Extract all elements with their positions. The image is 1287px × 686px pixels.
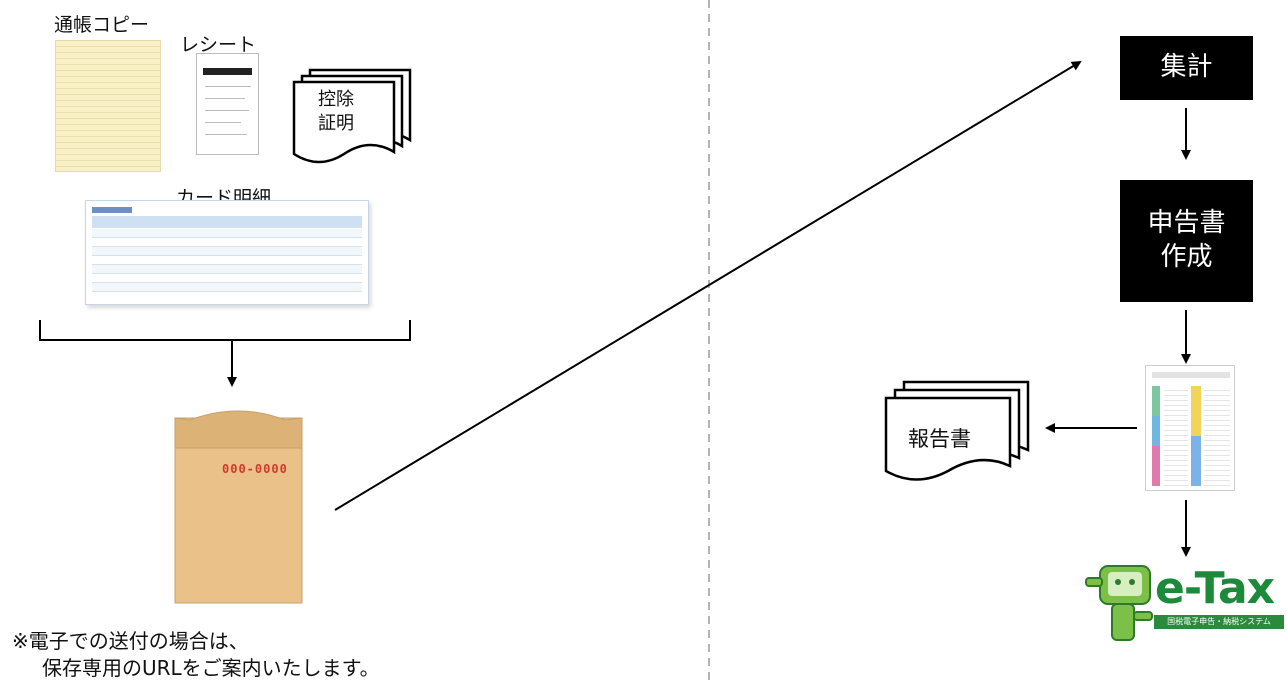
passbook-label: 通帳コピー bbox=[54, 14, 150, 36]
passbook-image bbox=[55, 40, 161, 172]
deduction-label: 控除 証明 bbox=[318, 88, 354, 137]
deduction-docs-icon bbox=[292, 68, 412, 164]
etax-mascot-icon bbox=[1085, 565, 1153, 641]
report-docs-icon bbox=[884, 380, 1030, 481]
bracket bbox=[39, 320, 411, 341]
tax-return-form-image bbox=[1145, 365, 1235, 491]
arrow-to-aggregate bbox=[334, 60, 1082, 511]
report-label: 報告書 bbox=[908, 427, 971, 451]
etax-logo-subtitle: 国税電子申告・納税システム bbox=[1154, 615, 1284, 629]
deduction-label-line1: 控除 bbox=[318, 89, 354, 110]
step-create-return-line1: 申告書 bbox=[1147, 208, 1226, 239]
card-statement-image bbox=[85, 200, 369, 305]
envelope-code: 000-0000 bbox=[222, 462, 288, 476]
step-create-return: 申告書 作成 bbox=[1120, 180, 1253, 302]
envelope-icon bbox=[174, 410, 303, 604]
receipt-image bbox=[196, 53, 259, 155]
receipt-label: レシート bbox=[180, 34, 257, 56]
etax-logo-text: e-Tax bbox=[1155, 563, 1275, 614]
step-aggregate: 集計 bbox=[1120, 36, 1253, 100]
deduction-label-line2: 証明 bbox=[318, 113, 354, 135]
step-create-return-line2: 作成 bbox=[1160, 242, 1213, 272]
note-line2: 保存専用のURLをご案内いたします。 bbox=[42, 656, 380, 680]
note-line1: ※電子での送付の場合は、 bbox=[12, 629, 249, 653]
